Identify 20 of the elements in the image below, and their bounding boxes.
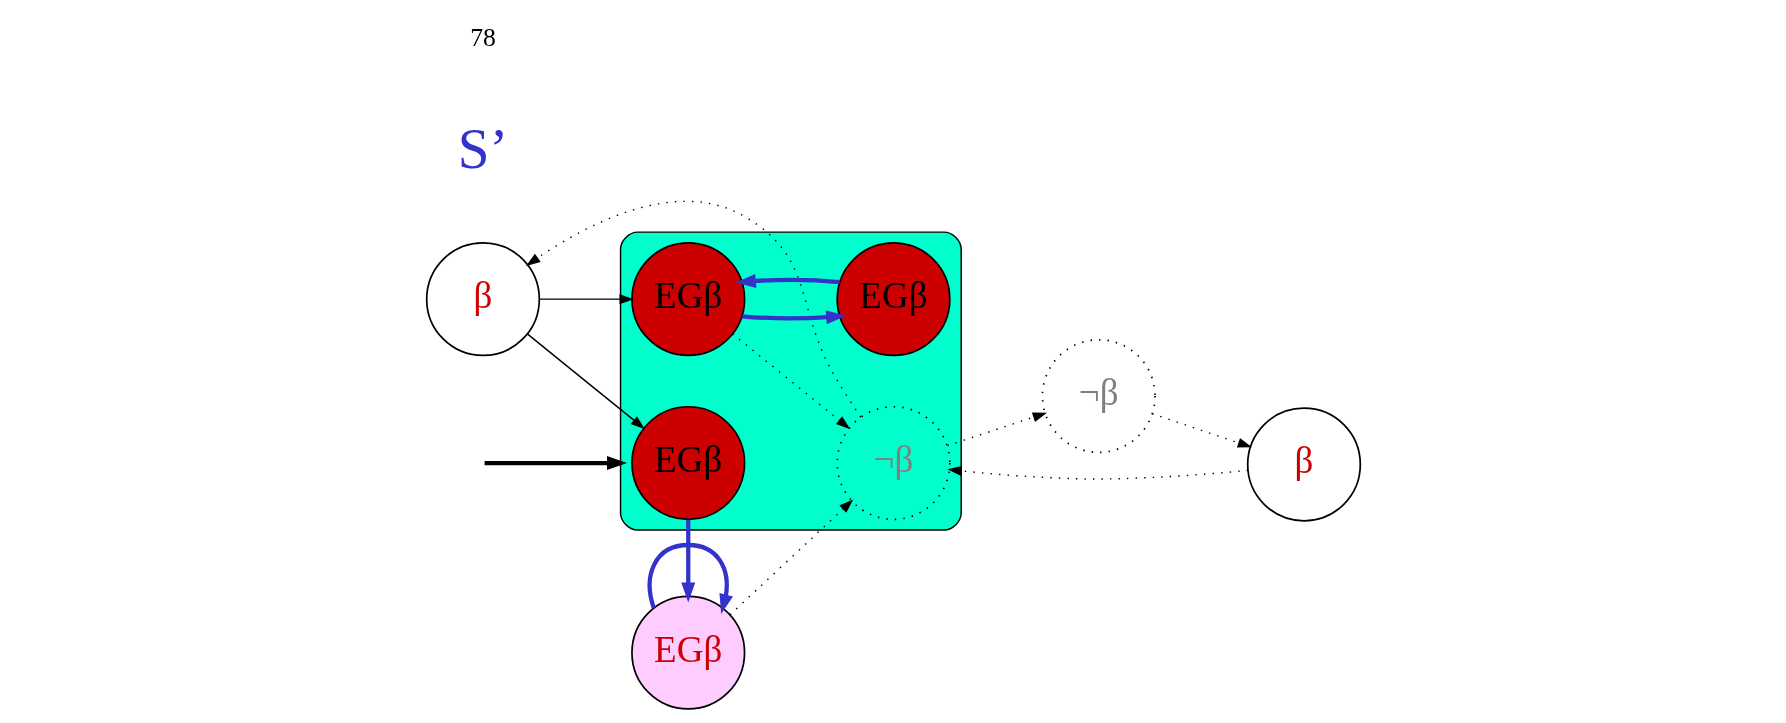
- arrow: [538, 294, 634, 305]
- label: 78: [469, 23, 496, 52]
- label: S’: [457, 117, 508, 181]
- arrow: [680, 519, 695, 603]
- arrow: [647, 542, 733, 615]
- node-circle: EGβ: [630, 595, 745, 710]
- arrow: [741, 310, 846, 325]
- arrow: [735, 273, 840, 288]
- arrow: [946, 412, 1047, 447]
- arrow: [526, 333, 645, 430]
- arrow: [728, 499, 853, 616]
- arrow: [484, 456, 627, 471]
- node-circle: ¬β: [1041, 338, 1156, 454]
- arrow: [525, 200, 861, 418]
- node-circle: β: [1246, 407, 1361, 522]
- node-circle: EGβ: [630, 242, 745, 357]
- arrow: [946, 465, 1249, 480]
- arrow: [1151, 412, 1252, 448]
- node-circle: EGβ: [835, 242, 951, 357]
- arrow: [731, 333, 850, 430]
